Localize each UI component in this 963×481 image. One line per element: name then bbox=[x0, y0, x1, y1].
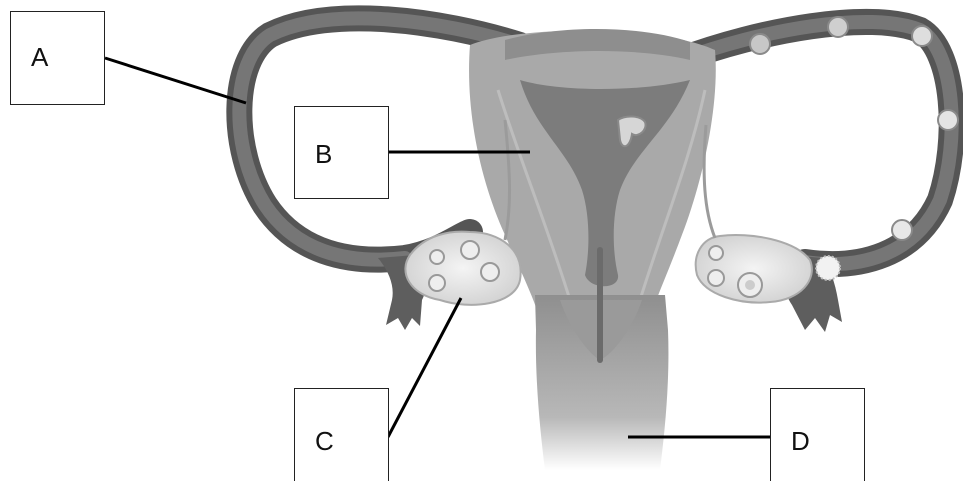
label-c: C bbox=[315, 426, 334, 457]
egg-icon bbox=[938, 110, 958, 130]
label-box-c: C bbox=[294, 388, 389, 481]
label-a: A bbox=[31, 42, 48, 73]
label-box-b: B bbox=[294, 106, 389, 199]
left-ovary bbox=[405, 232, 520, 305]
label-box-d: D bbox=[770, 388, 865, 481]
label-box-a: A bbox=[10, 11, 105, 105]
egg-icon bbox=[892, 220, 912, 240]
follicle-icon bbox=[430, 250, 444, 264]
ovulation-burst-icon bbox=[816, 256, 840, 280]
follicle-icon bbox=[481, 263, 499, 281]
label-b: B bbox=[315, 139, 332, 170]
follicle-icon bbox=[429, 275, 445, 291]
egg-icon bbox=[750, 34, 770, 54]
follicle-icon bbox=[709, 246, 723, 260]
follicle-icon bbox=[461, 241, 479, 259]
label-d: D bbox=[791, 426, 810, 457]
egg-icon bbox=[912, 26, 932, 46]
leader-line-a bbox=[105, 58, 246, 103]
follicle-icon bbox=[708, 270, 724, 286]
egg-icon bbox=[828, 17, 848, 37]
right-ovary bbox=[696, 235, 812, 303]
